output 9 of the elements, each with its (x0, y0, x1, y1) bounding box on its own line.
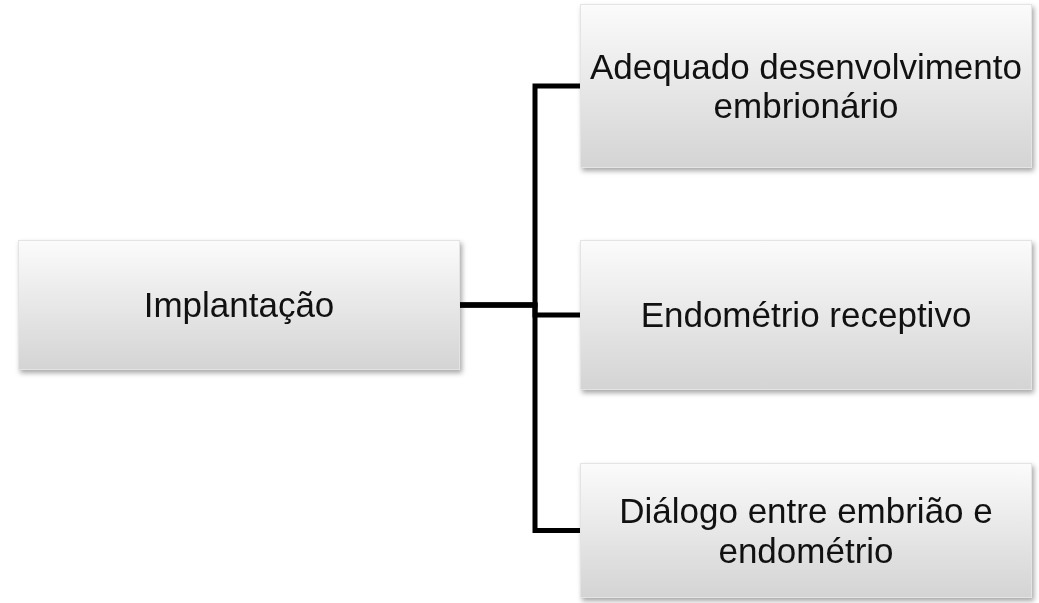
connector-line (460, 302, 580, 533)
process-box (18, 240, 460, 370)
process-box (580, 4, 1032, 168)
process-box (580, 463, 1032, 598)
box-label: Adequado desenvolvimento embrionário (589, 46, 1023, 126)
process-box (580, 240, 1032, 390)
box-label: Diálogo entre embrião e endométrio (618, 491, 994, 570)
box-label: Endométrio receptivo (640, 295, 972, 335)
box-label: Implantação (143, 285, 335, 325)
